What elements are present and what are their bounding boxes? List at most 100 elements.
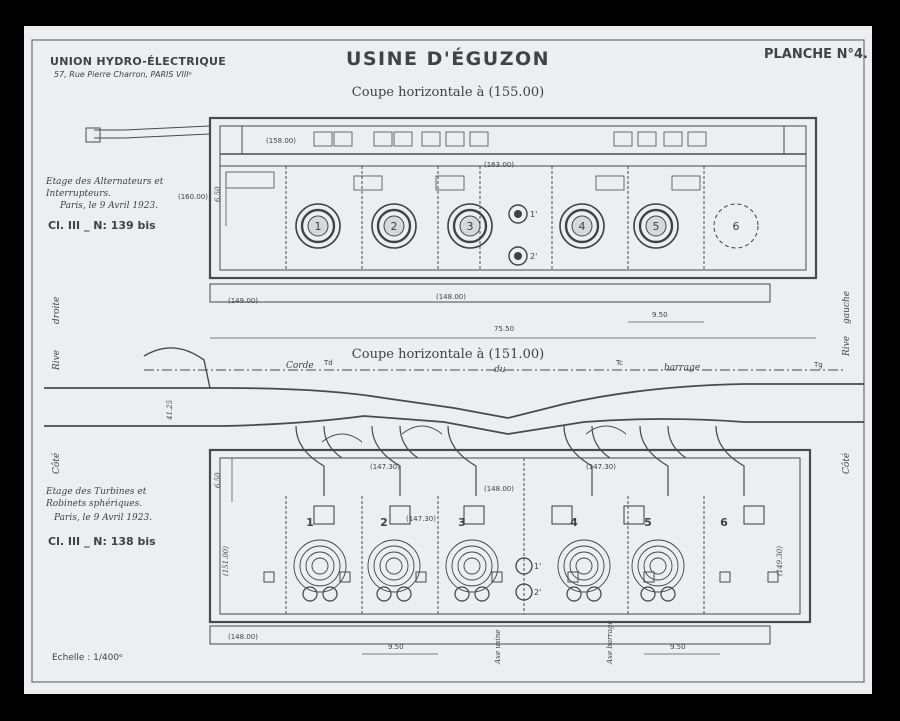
lower-level-left-a: (147.30) — [370, 463, 400, 471]
upper-dim-bay: 9.50 — [652, 311, 668, 319]
dam-label-tg: Tg — [814, 361, 823, 369]
lower-unit-label: 5 — [644, 516, 652, 529]
lower-unit-label: 4 — [570, 516, 578, 529]
lower-turbine-4: 4 — [557, 516, 611, 602]
upper-dim-total-length: 75.50 — [494, 325, 515, 333]
lower-level-right-a: (147.30) — [586, 463, 616, 471]
lower-turbine-6: 6 — [720, 516, 728, 529]
sheet-border — [31, 39, 865, 683]
bank-left-word1: Rive — [842, 335, 852, 356]
upper-note-line2: Interrupteurs. — [46, 189, 111, 199]
lower-arches — [321, 425, 627, 443]
upper-unit-label: 2 — [391, 220, 398, 233]
upper-level-corner: (160.00) — [178, 193, 208, 201]
lower-units-layer: 1 2 3 4 5 6 1' 2' — [293, 516, 728, 602]
dam-label-tc: Tc — [616, 359, 623, 367]
lower-section-title: Coupe horizontale à (151.00) — [351, 347, 545, 362]
lower-level-side-right: (149.30) — [776, 546, 784, 576]
dimension-lines — [210, 172, 816, 655]
upper-alternator-1: 1 — [295, 203, 341, 249]
upper-unit-label: 4 — [579, 220, 586, 233]
upper-exciter-label: 1' — [530, 210, 537, 219]
axis-label-barrage: Axe barrage — [606, 620, 614, 664]
axis-label-usine: Axe usine — [494, 629, 502, 664]
upper-date: Paris, le 9 Avril 1923. — [60, 201, 159, 211]
upper-alternator-6: 6 — [713, 203, 759, 249]
lower-exciter-label: 2' — [534, 588, 541, 597]
lower-exciter-2: 2' — [515, 583, 541, 601]
upper-reference: Cl. III _ N: 139 bis — [48, 219, 156, 232]
lower-turbine-3: 3 — [445, 516, 499, 602]
upper-unit-label: 3 — [467, 220, 474, 233]
lower-gallery — [209, 625, 771, 645]
lower-level-side-left: (151.00) — [222, 546, 230, 576]
lower-dim-bay-left: 9.50 — [388, 643, 404, 651]
lower-level-bottom-left: (148.00) — [228, 633, 258, 641]
dam-label-corde: Corde — [286, 361, 314, 371]
upper-inner-wall — [219, 125, 807, 271]
lower-dim-bay-right: 9.50 — [670, 643, 686, 651]
drawing-title: USINE D'ÉGUZON — [345, 48, 551, 70]
upper-stair-right — [783, 125, 807, 155]
upper-units-layer: 1 2 3 4 5 6 1' 2' — [295, 203, 759, 266]
bank-left-word2: gauche — [842, 290, 852, 324]
lower-outer-wall — [208, 448, 812, 624]
lower-dim-width: 41.25 — [166, 399, 174, 420]
side-label-left: Côté — [52, 452, 62, 474]
lower-unit-label: 1 — [306, 516, 314, 529]
upper-gallery — [209, 283, 771, 303]
upper-stair-left — [219, 125, 243, 155]
drawing-sheet: 1 2 3 4 5 6 1' 2' 1 2 3 4 5 6 1' 2' UNION HYDRO-ÉLECTR… — [24, 26, 872, 694]
lower-valves — [313, 505, 765, 525]
drawing-scale: Echelle : 1/400ᵉ — [52, 653, 123, 663]
upper-plan — [85, 116, 818, 303]
lower-reference: Cl. III _ N: 138 bis — [48, 535, 156, 548]
lower-note-line1: Etage des Turbines et — [46, 487, 147, 497]
lower-elbows — [295, 425, 745, 496]
lower-date: Paris, le 9 Avril 1923. — [54, 513, 153, 523]
upper-outer-wall — [208, 116, 818, 280]
penstock-left-b — [44, 415, 509, 435]
upper-alternator-4: 4 — [559, 203, 605, 249]
lower-turbine-5: 5 — [631, 516, 685, 602]
lower-unit-label: 6 — [720, 516, 728, 529]
lower-level-center: (148.00) — [484, 485, 514, 493]
upper-dim-depth: 6.50 — [214, 186, 222, 202]
upper-level-bottom-left: (149.00) — [228, 297, 258, 305]
upper-footbridge-pier — [85, 127, 101, 143]
lower-dim-depth: 6.50 — [214, 472, 222, 488]
lower-bays — [285, 458, 705, 614]
lower-inner-wall — [219, 457, 801, 615]
lower-exciter-label: 1' — [534, 562, 541, 571]
upper-section-title: Coupe horizontale à (155.00) — [351, 85, 545, 100]
plan-drawing: 1 2 3 4 5 6 1' 2' 1 2 3 4 5 6 1' 2' — [31, 39, 865, 683]
bank-right-word1: Rive — [52, 349, 62, 370]
upper-exciter-1: 1' — [508, 204, 537, 224]
upper-note-line1: Etage des Alternateurs et — [46, 177, 164, 187]
upper-unit-label: 6 — [733, 220, 740, 233]
side-label-right: Côté — [842, 452, 852, 474]
penstock-right-b — [507, 418, 864, 435]
dam-label-du: du — [494, 365, 506, 375]
bank-right-word2: droite — [52, 296, 62, 324]
upper-unit-label: 5 — [653, 220, 660, 233]
dam-label-td: Td — [324, 359, 333, 367]
lower-plan — [44, 347, 864, 645]
upper-exciter-label: 2' — [530, 252, 537, 261]
upper-alternator-5: 5 — [633, 203, 679, 249]
upper-alternator-3: 3 — [447, 203, 493, 249]
lower-note-line2: Robinets sphériques. — [46, 499, 143, 509]
lower-exciter-1: 1' — [515, 557, 541, 575]
rock-bank — [143, 347, 211, 389]
lower-unit-label: 2 — [380, 516, 388, 529]
company-name: UNION HYDRO-ÉLECTRIQUE — [50, 55, 227, 68]
upper-level-top-left: (158.00) — [266, 137, 296, 145]
lower-piers — [263, 571, 779, 583]
penstock-left — [44, 387, 509, 419]
upper-alternator-2: 2 — [371, 203, 417, 249]
upper-level-bottom-mid: (148.00) — [436, 293, 466, 301]
upper-footbridge — [94, 125, 211, 139]
dam-label-barrage: barrage — [664, 363, 701, 373]
penstock-right — [507, 383, 864, 419]
upper-exciter-2: 2' — [508, 246, 537, 266]
